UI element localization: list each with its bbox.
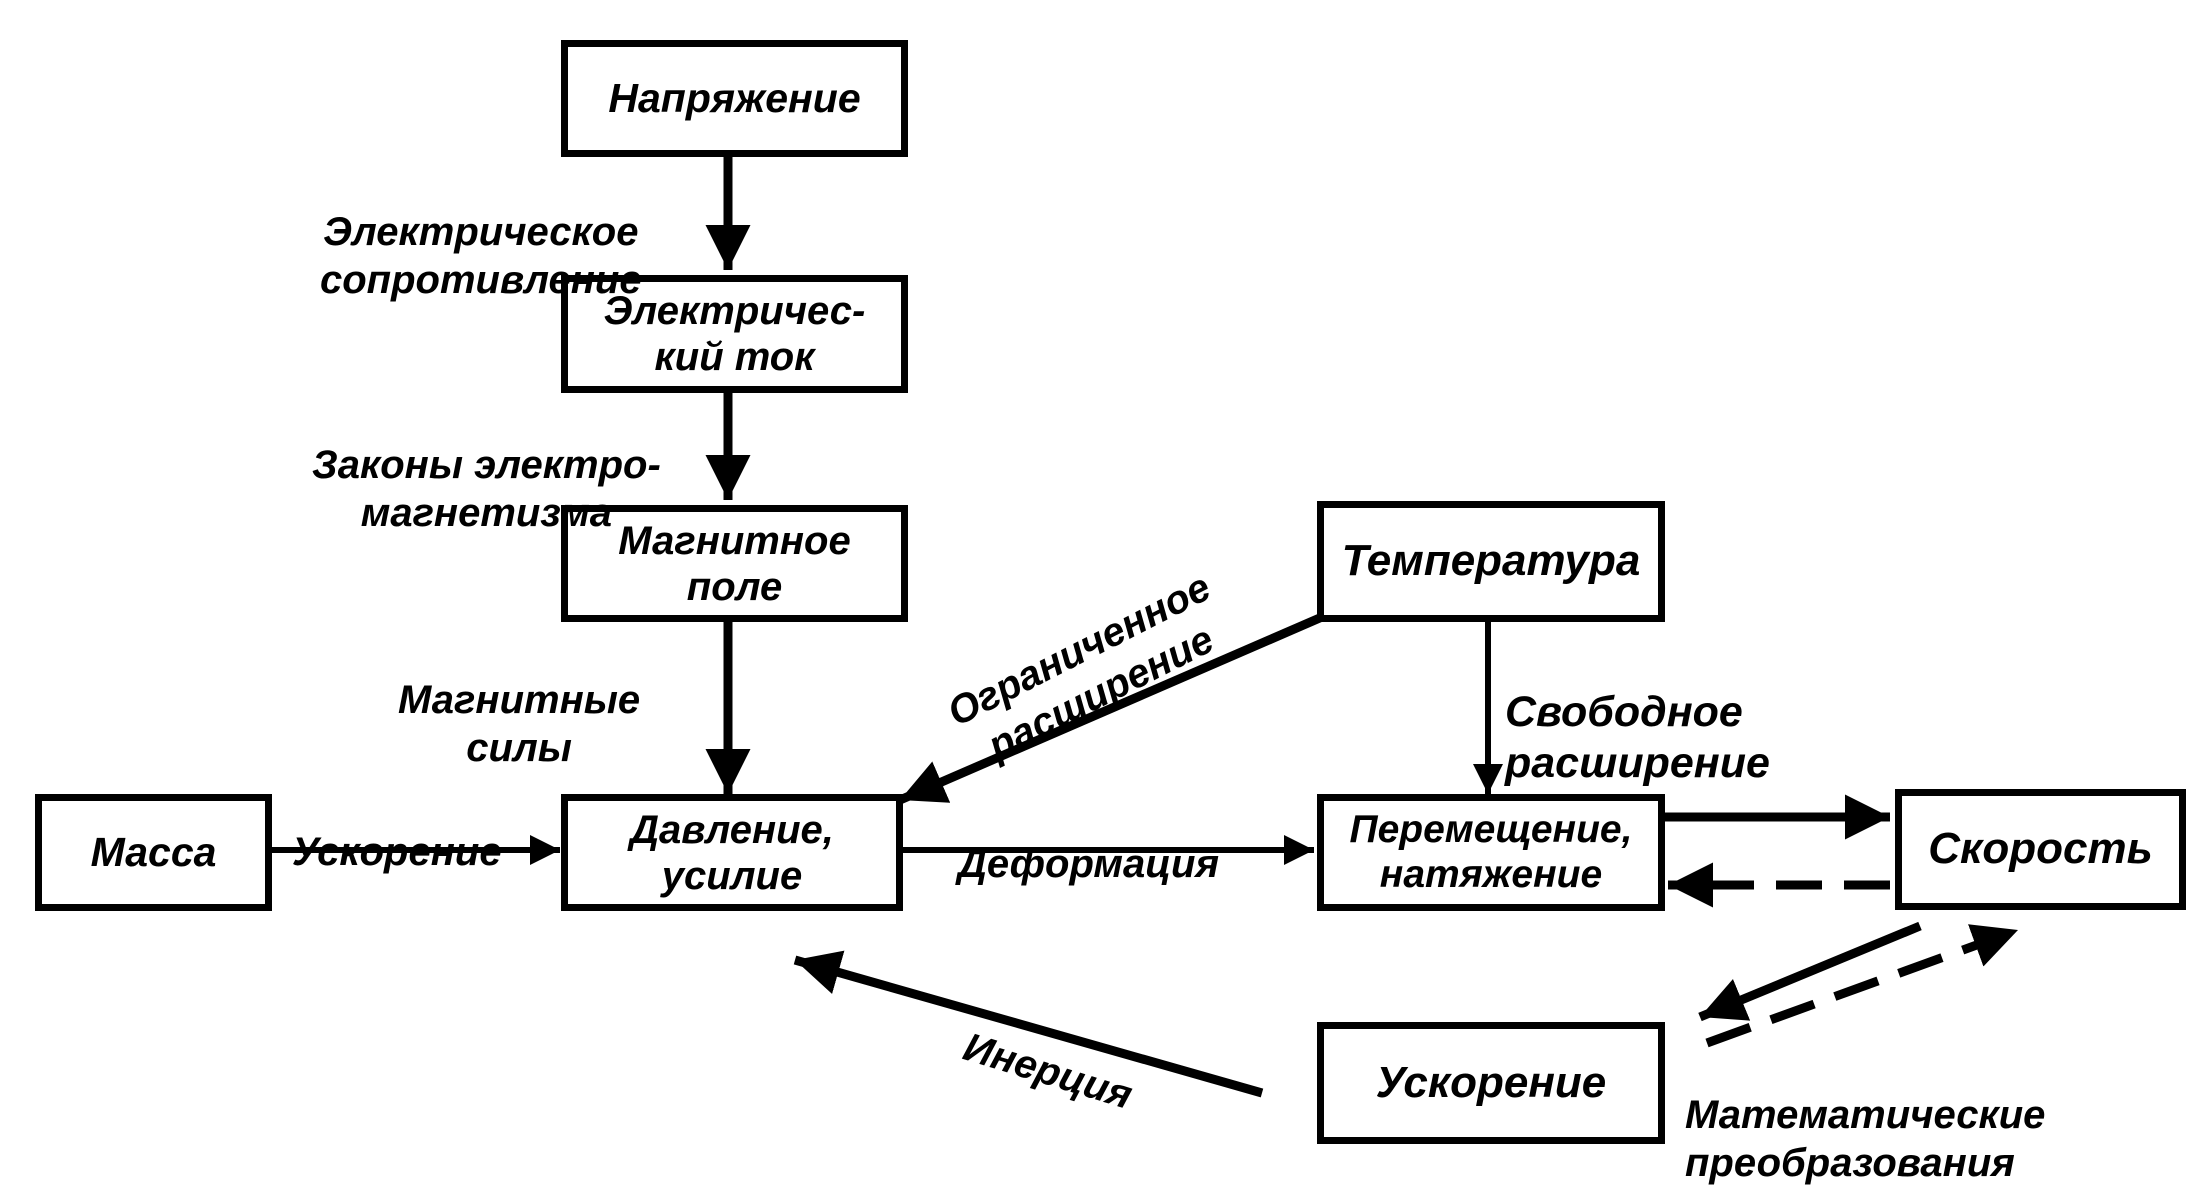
arrow-temperature-to-pressure [898, 612, 1324, 805]
edge-label-math-transforms: Математические преобразования [1685, 1043, 2045, 1187]
node-velocity-label: Скорость [1928, 824, 2153, 874]
edge-label-acceleration-text: Ускорение [292, 830, 502, 874]
node-mass-label: Масса [90, 828, 217, 875]
node-pressure-label: Давление, усилие [630, 807, 834, 898]
node-acceleration: Ускорение [1317, 1022, 1665, 1144]
edge-label-free-expansion-text: Свободное расширение [1505, 687, 1770, 788]
node-temperature: Температура [1317, 501, 1665, 622]
node-magnetic-field-label: Магнитное поле [618, 518, 851, 609]
node-velocity: Скорость [1895, 789, 2186, 910]
node-acceleration-label: Ускорение [1375, 1057, 1607, 1107]
diagram-arrows [272, 155, 2020, 1098]
edge-label-em-laws: Законы электро- магнетизма [312, 393, 661, 537]
arrow-acceleration-to-velocity-dashed [1705, 924, 2020, 1048]
node-magnetic-field: Магнитное поле [561, 505, 908, 622]
node-current: Электричес- кий ток [561, 275, 908, 393]
node-mass: Масса [35, 794, 272, 911]
edge-label-resistance: Электрическое сопротивление [320, 160, 642, 304]
edge-label-magnetic-forces-text: Магнитные силы [398, 678, 641, 770]
node-voltage: Напряжение [561, 40, 908, 157]
arrow-acceleration-to-pressure-inertia [793, 950, 1264, 1098]
edge-label-acceleration: Ускорение [292, 780, 502, 876]
edge-label-free-expansion: Свободное расширение [1505, 635, 1770, 790]
node-pressure: Давление, усилие [561, 794, 903, 911]
node-displacement: Перемещение, натяжение [1317, 794, 1665, 911]
node-current-label: Электричес- кий ток [603, 289, 866, 379]
edge-label-math-transforms-text: Математические преобразования [1685, 1093, 2046, 1185]
edge-label-em-laws-text: Законы электро- магнетизма [312, 443, 661, 535]
node-voltage-label: Напряжение [608, 74, 861, 121]
edge-label-deformation: Деформация [958, 792, 1219, 888]
node-displacement-label: Перемещение, натяжение [1349, 807, 1633, 896]
edge-label-resistance-text: Электрическое сопротивление [320, 210, 642, 302]
edge-label-magnetic-forces: Магнитные силы [398, 628, 640, 772]
sensor-conversion-diagram: Напряжение Электричес- кий ток Магнитное… [35, 40, 2186, 1185]
node-temperature-label: Температура [1341, 536, 1641, 586]
arrow-velocity-to-acceleration [1698, 921, 1922, 1022]
edge-label-deformation-text: Деформация [958, 842, 1220, 886]
